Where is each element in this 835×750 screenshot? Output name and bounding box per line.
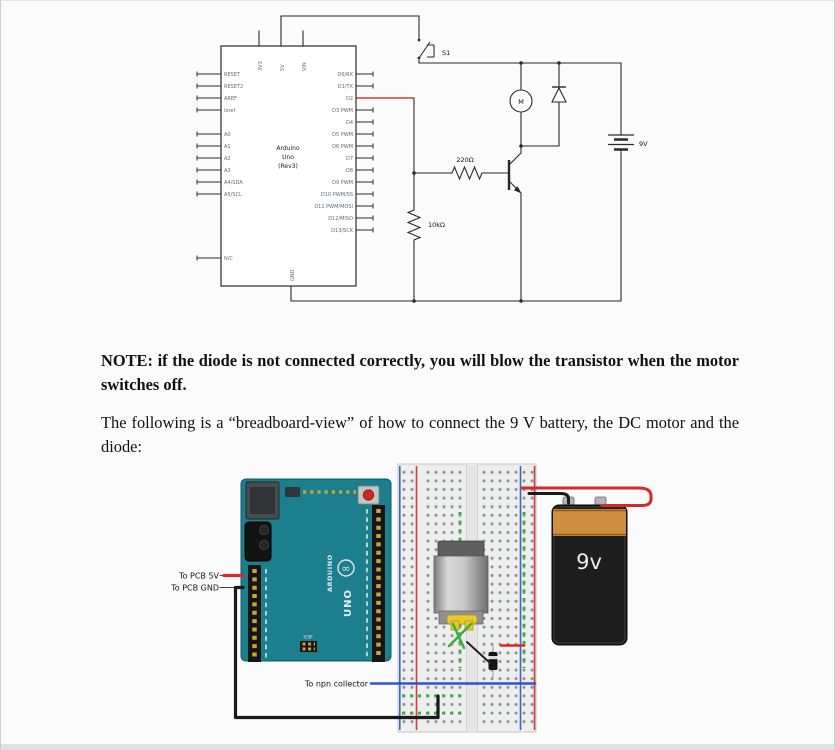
wire-diode-black: [466, 641, 491, 664]
motor-symbol: M: [509, 89, 533, 113]
pin-label: D11 PWM/MOSI: [314, 204, 353, 210]
diode-component: [488, 646, 498, 678]
page-bottom-edge: [1, 744, 834, 750]
pin-label: 3V3: [258, 61, 264, 71]
battery-symbol: 9V: [608, 134, 648, 151]
capacitor: [259, 525, 269, 535]
pin-label: AREF: [224, 96, 237, 102]
arduino-chip: RESET RESET2 AREF ioref A0 A1 A2 A3 A4/S…: [196, 45, 374, 287]
pin-label: D13/SCK: [331, 228, 354, 234]
battery-9v: 9v: [551, 496, 628, 646]
breadboard-figure: ICSP ∞ ARDUINO UNO: [170, 463, 653, 733]
board-model-text: UNO: [343, 589, 354, 617]
battery-band: [553, 509, 626, 536]
note-paragraph: NOTE: if the diode is not connected corr…: [101, 351, 739, 395]
wire-pcb-gnd-black: [233, 585, 440, 720]
left-pin-stubs: [196, 71, 221, 261]
motor-label: M: [518, 98, 524, 106]
schematic-wires: [258, 15, 622, 302]
digital-header: [372, 505, 385, 662]
diode-symbol: [551, 86, 567, 103]
arduino-logo-icon: [337, 559, 355, 577]
pin-label: A1: [224, 144, 231, 150]
icsp-label: ICSP: [304, 635, 314, 640]
pin-label: 5V: [280, 64, 286, 71]
switch-s1: S1: [417, 38, 450, 60]
circuit-schematic: RESET RESET2 AREF ioref A0 A1 A2 A3 A4/S…: [196, 15, 648, 303]
pin-label: D9 PWM: [332, 180, 353, 186]
battery-9v-text: 9v: [576, 550, 602, 574]
pin-label: D6 PWM: [332, 144, 353, 150]
pin-label: D8: [346, 168, 353, 174]
chip-title-line1: Arduino: [276, 145, 300, 152]
pin-label: RESET2: [224, 84, 243, 90]
resistor-10k-label: 10kΩ: [428, 221, 445, 229]
arduino-logo-glyph: ∞: [341, 562, 350, 575]
body-text: NOTE: if the diode is not connected corr…: [101, 349, 739, 472]
pin-label: RESET: [224, 72, 241, 78]
right-pin-stubs: [356, 71, 374, 233]
label-to-pcb-5v: To PCB 5V: [178, 572, 219, 581]
switch-label: S1: [442, 49, 450, 57]
pin-label: A5/SCL: [224, 192, 242, 198]
pin-label: VIN: [302, 62, 308, 71]
pin-label: D10 PWM/SS: [321, 192, 353, 198]
figure-wires: [219, 486, 653, 720]
pin-label: GND: [290, 269, 296, 281]
pin-label: D2: [346, 96, 353, 102]
pin-label: N/C: [224, 256, 233, 262]
dc-motor: [433, 540, 489, 631]
label-to-pcb-gnd: To PCB GND: [170, 584, 219, 593]
transistor-npn: [507, 160, 522, 194]
label-to-npn-collector: To npn collector: [304, 680, 369, 689]
pin-label: A0: [224, 132, 231, 138]
chip-title-line2: Uno: [282, 154, 294, 161]
pin-label: A4/SDA: [224, 180, 243, 186]
pin-label: D7: [346, 156, 353, 162]
reset-button: [362, 489, 375, 501]
resistor-10k: 10kΩ: [406, 206, 445, 241]
chip-title-line3: (Rev3): [278, 163, 298, 170]
battery-label: 9V: [639, 140, 648, 148]
pin-label: A2: [224, 156, 231, 162]
pin-label: D3 PWM: [332, 108, 353, 114]
wire-battery-red: [520, 486, 653, 507]
wire-motor-green: [447, 622, 473, 648]
wire-battery-black: [527, 492, 570, 505]
pin-label: D0/RX: [337, 72, 353, 78]
icsp-header: [300, 641, 317, 652]
board-brand-text: ARDUINO: [326, 554, 334, 592]
pin-label: A3: [224, 168, 231, 174]
resistor-220-label: 220Ω: [456, 156, 473, 164]
pin-label: D5 PWM: [332, 132, 353, 138]
capacitor: [259, 540, 269, 550]
arduino-board: ICSP ∞ ARDUINO UNO: [240, 478, 392, 662]
pin-label: D12/MISO: [328, 216, 353, 222]
pin-label: D4: [346, 120, 353, 126]
resistor-220: 220Ω: [448, 156, 483, 181]
pin-label: ioref: [224, 108, 235, 114]
pin-label: D1/TX: [338, 84, 354, 90]
intro-paragraph: The following is a “breadboard-view” of …: [101, 412, 739, 456]
junction-dots: [412, 61, 561, 303]
